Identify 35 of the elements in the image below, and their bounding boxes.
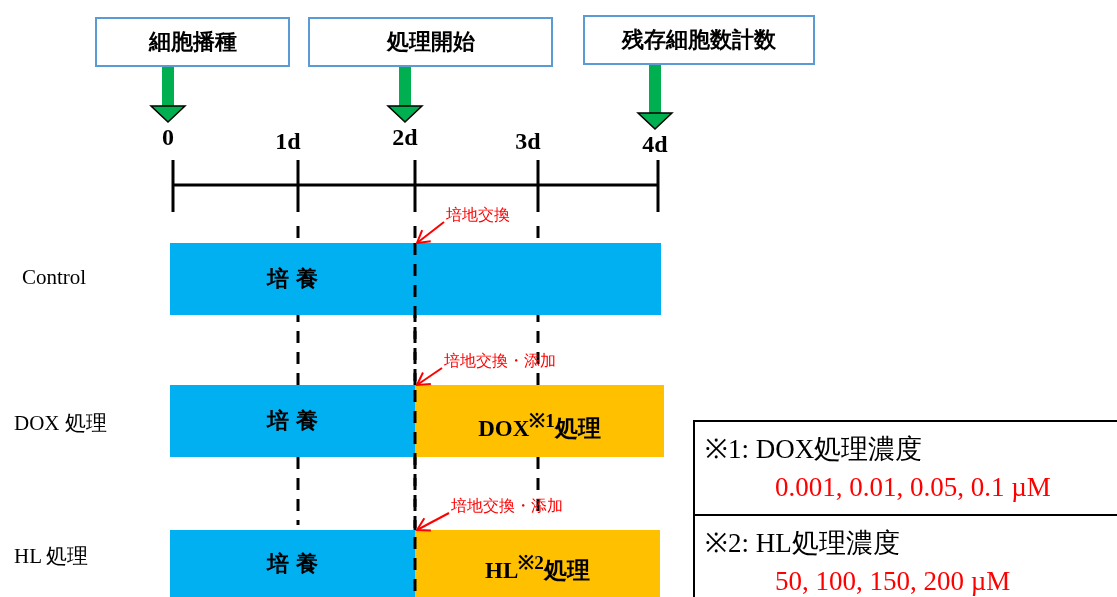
concentration-text: 50, 100, 150, 200 µM (775, 565, 1011, 597)
bar-text: 培 養 (266, 265, 319, 293)
label-box (583, 15, 815, 65)
tick-text: 4d (642, 130, 668, 158)
annotation-text: 培地交換・添加 (444, 350, 556, 372)
tick-text: 1d (275, 127, 301, 155)
leader-arrow (416, 221, 445, 244)
tick-text: 2d (392, 123, 418, 151)
tick-text: 3d (515, 127, 541, 155)
block-arrow (150, 67, 186, 123)
note-box (693, 420, 1117, 514)
label-text: 残存細胞数計数 (622, 26, 776, 54)
label-box (95, 17, 290, 67)
tick-text: 0 (162, 123, 174, 151)
label-box (308, 17, 553, 67)
note-heading: ※2: HL処理濃度 (705, 527, 900, 560)
block-arrow (387, 67, 423, 123)
row-label: Control (22, 264, 87, 290)
block-arrow (637, 65, 673, 130)
leader-arrow (416, 367, 443, 386)
row-label: HL 処理 (14, 543, 89, 570)
leader-arrow (416, 512, 450, 532)
bar-text: 培 養 (266, 549, 319, 578)
bar (415, 385, 664, 457)
bar-text: HL$^{※2}$処理 (485, 551, 590, 585)
label-text: 細胞播種 (148, 28, 237, 56)
note-heading: ※1: DOX処理濃度 (705, 433, 923, 466)
bar (415, 530, 660, 597)
bar-text: DOX$^{※1}$処理 (478, 408, 601, 443)
annotation-text: 培地交換 (446, 204, 510, 226)
concentration-text: 0.001, 0.01, 0.05, 0.1 µM (775, 471, 1051, 504)
label-text: 処理開始 (386, 28, 475, 56)
note-box (693, 514, 1117, 597)
row-label: DOX 処理 (14, 410, 107, 437)
bar-text: 培 養 (266, 407, 319, 435)
